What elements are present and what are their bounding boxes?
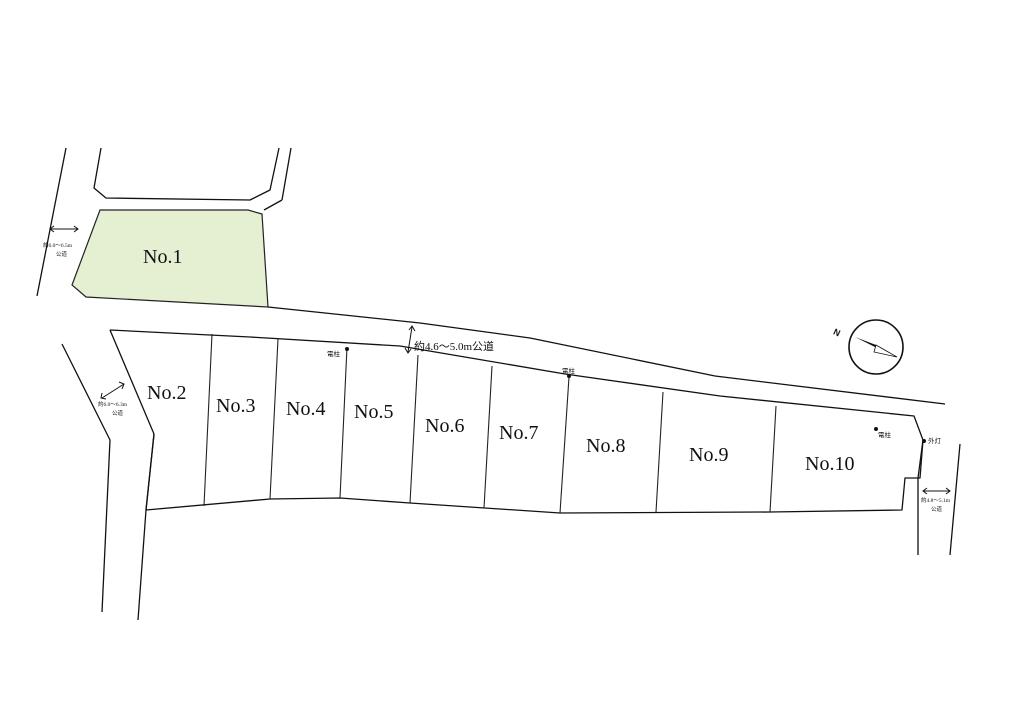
west-road-edge-top (36, 147, 67, 297)
street-light-label: 外灯 (928, 436, 942, 445)
utility-pole-1 (345, 347, 349, 351)
utility-pole-3-label: 電柱 (878, 430, 892, 439)
utility-pole-3 (874, 427, 878, 431)
east-road-edge-inner (917, 439, 924, 555)
lot-block-outline (109, 329, 924, 514)
lot-5-label: No.5 (354, 401, 393, 423)
east-road-type: 公道 (931, 505, 943, 513)
building-outline (93, 147, 280, 201)
east-road-edge-outer (949, 443, 961, 556)
utility-pole-2 (567, 374, 571, 378)
west-road-edge-lower-outer (61, 343, 111, 613)
lot-8-label: No.8 (586, 435, 625, 457)
lot-4-label: No.4 (286, 398, 325, 420)
west-road-edge-lower-inner (137, 433, 155, 621)
west-road-bottom-width: 約6.0～6.3m (98, 400, 128, 408)
lot-block-west-edge (109, 329, 155, 435)
west-road-bottom-type: 公道 (112, 409, 124, 417)
lot-7-label: No.7 (499, 422, 538, 444)
compass-north-label: N (832, 327, 842, 339)
utility-pole-1-label: 電柱 (327, 349, 341, 358)
main-road-north-edge (267, 306, 946, 405)
lot-1-label: No.1 (143, 246, 182, 268)
east-road-width: 約4.8～5.1m (921, 496, 951, 504)
west-road-top-type: 公道 (56, 250, 68, 258)
width-arrows (49, 225, 951, 495)
lot-10-label: No.10 (805, 453, 854, 475)
utility-pole-2-label: 電柱 (562, 366, 576, 375)
road-edge-upper-right (281, 147, 292, 201)
lot-6-label: No.6 (425, 415, 464, 437)
road-edge-upper-right-2 (263, 199, 283, 211)
lot-9-label: No.9 (689, 444, 728, 466)
lot-2-label: No.2 (147, 382, 186, 404)
west-road-top-width: 約6.0～6.5m (43, 241, 73, 249)
compass-icon: N (832, 319, 904, 375)
street-light-marker (922, 439, 926, 443)
lot-3-label: No.3 (216, 395, 255, 417)
main-road-label: 約4.6～5.0m公道 (414, 339, 494, 353)
lot-dividers (203, 333, 777, 514)
